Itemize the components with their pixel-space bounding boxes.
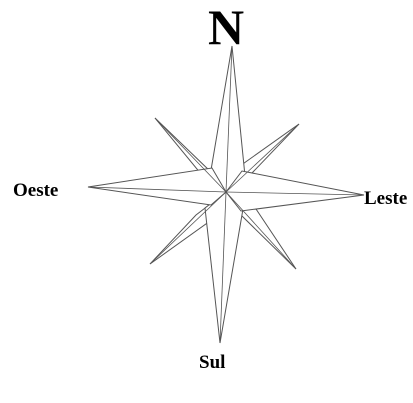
west-label: Oeste xyxy=(13,181,58,200)
west-point xyxy=(88,168,226,205)
east-point xyxy=(226,171,364,211)
north-label: N xyxy=(208,2,244,52)
north-point xyxy=(210,46,245,192)
south-label: Sul xyxy=(199,353,225,372)
east-label: Leste xyxy=(364,189,407,208)
south-point xyxy=(205,192,243,343)
